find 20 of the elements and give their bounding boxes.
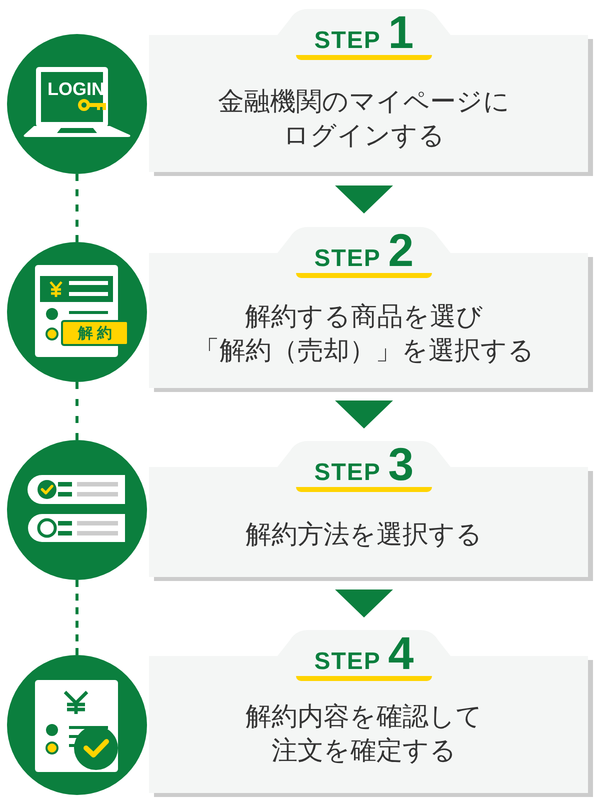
step-panel (149, 9, 593, 176)
arrow (335, 400, 393, 428)
step-heading: STEP 1 (314, 9, 414, 55)
arrow (335, 590, 393, 618)
step-text: 解約方法を選択する (246, 519, 482, 552)
step-text: 金融機関のマイページにログインする (218, 86, 510, 153)
screen-text: LOGIN (48, 80, 104, 98)
step-panel (149, 630, 593, 797)
step-heading: STEP 3 (314, 441, 414, 487)
arrow (335, 186, 393, 214)
label-tag: 解約 (61, 320, 129, 346)
dashed-line (76, 382, 78, 440)
step-text: 解約する商品を選び「解約（売却）」を選択する (194, 301, 534, 368)
step-panel (149, 227, 593, 392)
step-heading: STEP 4 (314, 630, 414, 676)
step-text: 解約内容を確認して注文を確定する (246, 701, 482, 768)
step-heading: STEP 2 (314, 227, 414, 273)
dashed-line (76, 174, 78, 242)
step-panel (149, 441, 593, 581)
dashed-line (76, 580, 78, 655)
